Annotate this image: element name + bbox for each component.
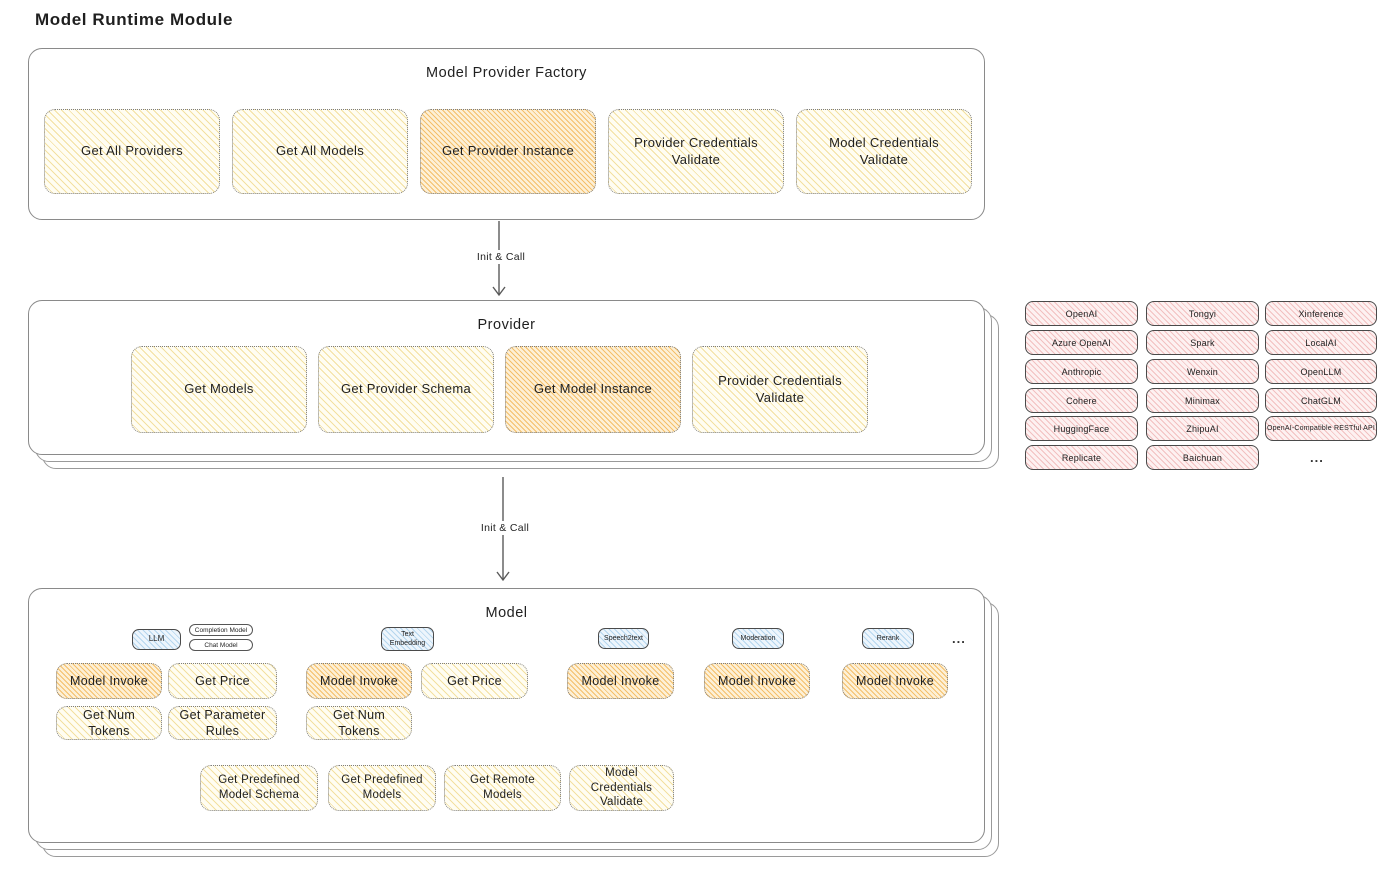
model-tags-more-ellipsis: ... — [952, 631, 966, 646]
node-embedding-get-price: Get Price — [421, 663, 528, 699]
provider-chip-localai: LocalAI — [1265, 330, 1377, 355]
provider-chip-openai-compatible: OpenAI-Compatible RESTful API — [1265, 416, 1377, 441]
provider-chip-openllm: OpenLLM — [1265, 359, 1377, 384]
node-provider-credentials-validate-2: Provider Credentials Validate — [692, 346, 868, 433]
node-embedding-model-invoke: Model Invoke — [306, 663, 412, 699]
node-get-provider-schema: Get Provider Schema — [318, 346, 494, 433]
factory-box: Model Provider Factory Get All Providers… — [28, 48, 985, 220]
provider-chip-azure-openai: Azure OpenAI — [1025, 330, 1138, 355]
provider-chip-zhipuai: ZhipuAI — [1146, 416, 1259, 441]
provider-chip-huggingface: HuggingFace — [1025, 416, 1138, 441]
node-speech2text-model-invoke: Model Invoke — [567, 663, 674, 699]
provider-chip-openai: OpenAI — [1025, 301, 1138, 326]
node-get-models: Get Models — [131, 346, 307, 433]
node-get-all-providers: Get All Providers — [44, 109, 220, 194]
node-get-all-models: Get All Models — [232, 109, 408, 194]
factory-box-title: Model Provider Factory — [426, 65, 587, 81]
node-moderation-model-invoke: Model Invoke — [704, 663, 810, 699]
provider-chip-tongyi: Tongyi — [1146, 301, 1259, 326]
tag-rerank: Rerank — [862, 628, 914, 649]
tag-completion-model: Completion Model — [189, 624, 253, 636]
provider-chip-anthropic: Anthropic — [1025, 359, 1138, 384]
provider-box-title: Provider — [477, 317, 536, 333]
node-provider-credentials-validate: Provider Credentials Validate — [608, 109, 784, 194]
node-model-credentials-validate: Model Credentials Validate — [796, 109, 972, 194]
arrow-label-init-call-2: Init & Call — [474, 521, 536, 535]
node-embedding-get-num-tokens: Get Num Tokens — [306, 706, 412, 740]
provider-chip-chatglm: ChatGLM — [1265, 388, 1377, 413]
node-get-remote-models: Get Remote Models — [444, 765, 561, 811]
model-box: Model LLM Completion Model Chat Model Te… — [28, 588, 985, 843]
node-get-model-instance: Get Model Instance — [505, 346, 681, 433]
tag-speech2text: Speech2text — [598, 628, 649, 649]
node-get-provider-instance: Get Provider Instance — [420, 109, 596, 194]
provider-chip-replicate: Replicate — [1025, 445, 1138, 470]
node-rerank-model-invoke: Model Invoke — [842, 663, 948, 699]
node-llm-model-invoke: Model Invoke — [56, 663, 162, 699]
provider-chip-wenxin: Wenxin — [1146, 359, 1259, 384]
arrow-label-init-call-1: Init & Call — [470, 250, 532, 264]
node-get-predefined-models: Get Predefined Models — [328, 765, 436, 811]
diagram-title: Model Runtime Module — [35, 10, 234, 29]
provider-chip-minimax: Minimax — [1146, 388, 1259, 413]
provider-chip-cohere: Cohere — [1025, 388, 1138, 413]
node-llm-get-price: Get Price — [168, 663, 277, 699]
node-model-credentials-validate-2: Model Credentials Validate — [569, 765, 674, 811]
providers-more-ellipsis: ... — [1310, 450, 1324, 465]
model-box-title: Model — [485, 605, 528, 621]
provider-chip-baichuan: Baichuan — [1146, 445, 1259, 470]
provider-chip-spark: Spark — [1146, 330, 1259, 355]
tag-chat-model: Chat Model — [189, 639, 253, 651]
tag-llm: LLM — [132, 629, 181, 650]
tag-moderation: Moderation — [732, 628, 784, 649]
provider-box: Provider Get Models Get Provider Schema … — [28, 300, 985, 455]
provider-chip-xinference: Xinference — [1265, 301, 1377, 326]
tag-text-embedding: Text Embedding — [381, 627, 434, 651]
node-get-predefined-model-schema: Get Predefined Model Schema — [200, 765, 318, 811]
node-llm-get-parameter-rules: Get Parameter Rules — [168, 706, 277, 740]
node-llm-get-num-tokens: Get Num Tokens — [56, 706, 162, 740]
